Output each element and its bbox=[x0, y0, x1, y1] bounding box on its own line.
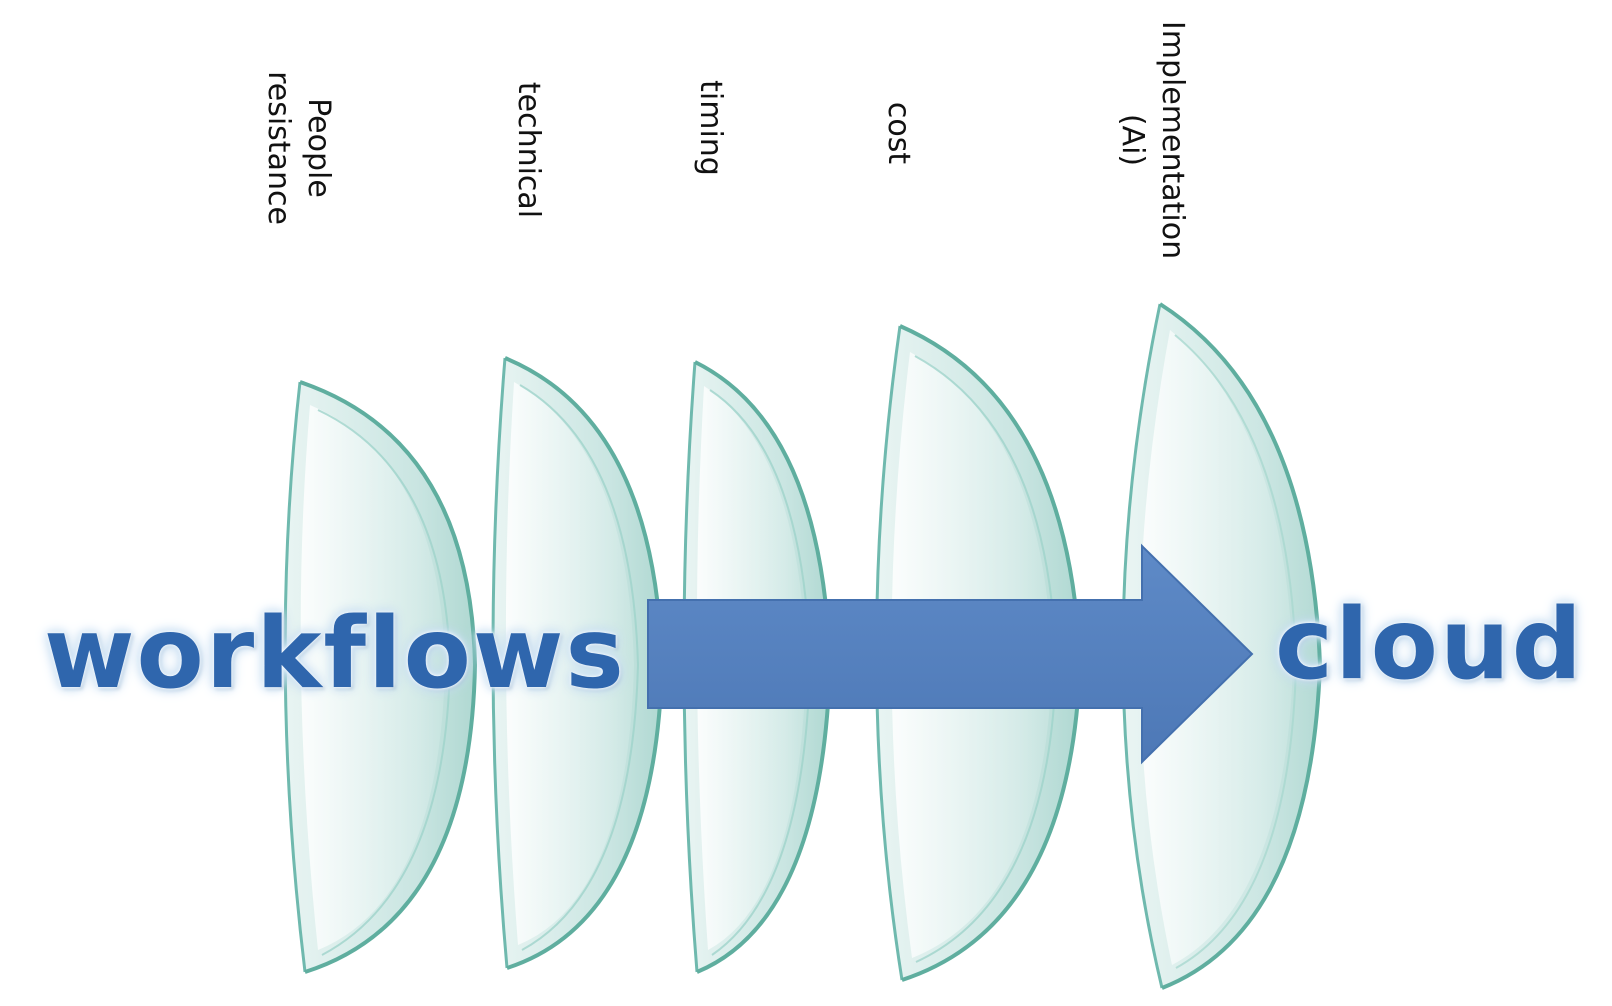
end-word-cloud: cloud bbox=[1275, 596, 1584, 694]
barrier-label-implementation-ai: Implementation (Ai) bbox=[1112, 21, 1192, 259]
barrier-label-technical: technical bbox=[508, 82, 548, 218]
barrier-label-people-resistance: People resistance bbox=[258, 71, 338, 225]
barrier-label-timing: timing bbox=[690, 80, 730, 176]
barrier-label-cost: cost bbox=[878, 102, 918, 164]
start-word-workflows: workflows bbox=[44, 605, 626, 703]
